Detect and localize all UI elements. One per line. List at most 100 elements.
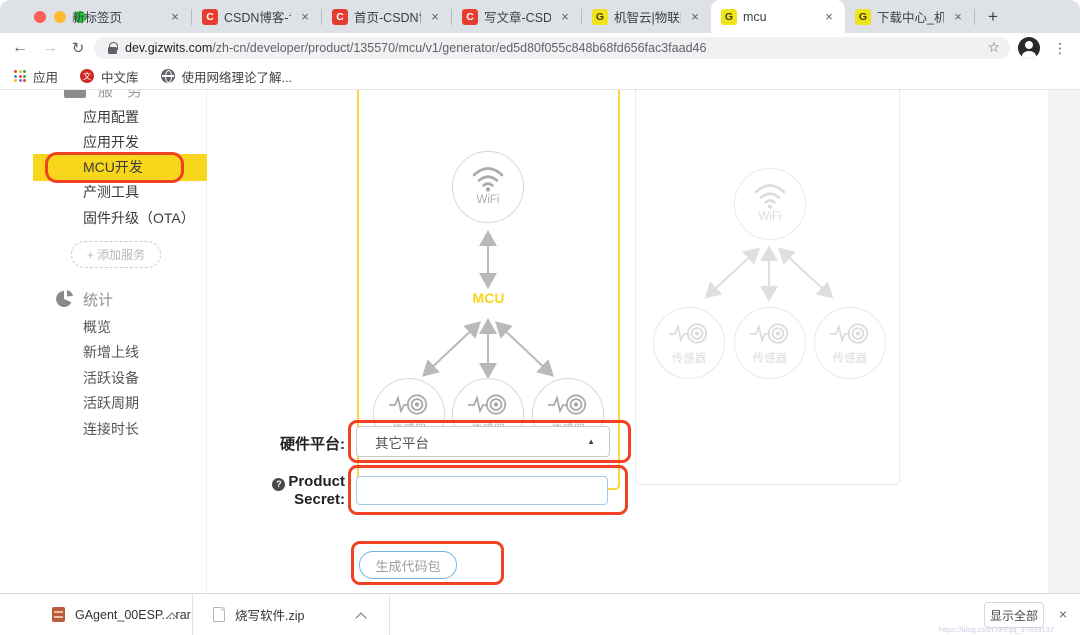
- sidebar: 服务 应用配置 应用开发 MCU开发 产测工具 固件升级（OTA） + 添加服务…: [0, 90, 207, 593]
- bookmark-star-icon[interactable]: ☆: [987, 39, 1000, 55]
- show-all-downloads-button[interactable]: 显示全部: [984, 602, 1044, 628]
- sensor-icon: [468, 394, 507, 415]
- chevron-up-icon[interactable]: [355, 612, 367, 624]
- back-icon[interactable]: ←: [12, 39, 28, 56]
- tab-new-tab-page[interactable]: 新标签页 ×: [62, 0, 191, 33]
- tab-title: 写文章-CSDN博: [484, 11, 551, 25]
- caret-up-icon: ▲: [587, 437, 595, 446]
- soc-scheme-panel[interactable]: WiFi 传感器 传感器: [635, 90, 900, 485]
- tab-close-icon[interactable]: ×: [825, 9, 833, 24]
- gizwits-favicon: G: [855, 8, 871, 25]
- help-icon[interactable]: ?: [272, 478, 286, 491]
- browser-toolbar: ← → ↻ dev.gizwits.com/zh-cn/developer/pr…: [0, 33, 1080, 63]
- sidebar-item-app-dev[interactable]: 应用开发: [83, 134, 139, 150]
- tab-separator: [191, 9, 192, 25]
- refresh-icon[interactable]: ↻: [71, 40, 85, 57]
- url-domain: dev.gizwits.com: [125, 41, 213, 55]
- tab-title: 机智云|物联网云服: [614, 11, 681, 25]
- tab-csdn-home[interactable]: C 首页-CSDN博客 ×: [322, 0, 451, 33]
- add-service-button[interactable]: + 添加服务: [71, 241, 161, 268]
- csdn-watermark: https://blog.csdn.net/qq_37838137: [938, 625, 1054, 634]
- tab-strip: 新标签页 × C CSDN博客-专业IT × C 首页-CSDN博客 × C 写…: [0, 0, 1080, 33]
- tab-close-icon[interactable]: ×: [171, 9, 179, 24]
- product-secret-label-line1: Product: [288, 473, 345, 490]
- csdn-favicon: C: [202, 8, 218, 25]
- tab-close-icon[interactable]: ×: [954, 9, 962, 24]
- lock-icon: [108, 41, 118, 54]
- url-path: /zh-cn/developer/product/135570/mcu/v1/g…: [212, 41, 707, 55]
- downloads-bar: GAgent_00ESP....rar 烧写软件.zip 显示全部 × http…: [0, 593, 1080, 635]
- product-secret-label-line2: Secret:: [294, 491, 345, 508]
- sidebar-item-overview[interactable]: 概览: [83, 319, 111, 335]
- wifi-label: WiFi: [476, 194, 500, 206]
- hardware-platform-select[interactable]: 其它平台 ▲: [356, 426, 610, 457]
- tab-csdn-write[interactable]: C 写文章-CSDN博 ×: [452, 0, 581, 33]
- rar-file-icon: [52, 607, 65, 622]
- sidebar-item-ota[interactable]: 固件升级（OTA）: [83, 210, 195, 226]
- gizwits-favicon: G: [592, 8, 608, 25]
- window-minimize-button[interactable]: [54, 11, 66, 23]
- gizwits-favicon: G: [721, 8, 737, 25]
- scrollbar-track[interactable]: [1048, 90, 1080, 593]
- profile-avatar[interactable]: [1018, 37, 1040, 59]
- bookmark-label: 中文库: [101, 70, 139, 85]
- globe-icon: [160, 69, 175, 83]
- sidebar-item-active-cycle[interactable]: 活跃周期: [83, 395, 139, 411]
- sensor-node: 传感器: [814, 307, 886, 379]
- sidebar-item-app-config[interactable]: 应用配置: [83, 109, 139, 125]
- tab-gizwits-download-center[interactable]: G 下载中心_机智云 ×: [845, 0, 974, 33]
- window-close-button[interactable]: [34, 11, 46, 23]
- download-item-flash-tool[interactable]: 烧写软件.zip: [193, 594, 390, 635]
- generate-code-button[interactable]: 生成代码包: [359, 551, 457, 579]
- sidebar-section-clipped: 服务: [64, 90, 156, 100]
- apps-grid-icon: [14, 70, 26, 82]
- mcu-scheme-arrows: [422, 230, 554, 379]
- tab-separator: [974, 9, 975, 25]
- bookmarks-bar: 应用 文 中文库 使用网络理论了解...: [0, 63, 1080, 90]
- url-text: dev.gizwits.com/zh-cn/developer/product/…: [125, 41, 706, 55]
- tab-gizwits-home[interactable]: G 机智云|物联网云服 ×: [582, 0, 711, 33]
- tab-mcu-active[interactable]: G mcu ×: [711, 0, 845, 33]
- product-secret-label: ?Product Secret:: [225, 473, 345, 508]
- address-bar[interactable]: dev.gizwits.com/zh-cn/developer/product/…: [94, 37, 1010, 59]
- download-item-gagent[interactable]: GAgent_00ESP....rar: [0, 594, 193, 635]
- wifi-icon: [754, 184, 786, 209]
- tab-close-icon[interactable]: ×: [561, 9, 569, 24]
- mcu-label: MCU: [472, 290, 505, 306]
- wifi-node: WiFi: [452, 151, 524, 223]
- hardware-platform-label: 硬件平台:: [280, 436, 345, 453]
- sidebar-item-active-devices[interactable]: 活跃设备: [83, 370, 139, 386]
- soc-scheme-arrows: [704, 245, 834, 302]
- tab-separator: [451, 9, 452, 25]
- tab-title: 首页-CSDN博客: [354, 11, 421, 25]
- sidebar-item-test-tool[interactable]: 产测工具: [83, 184, 139, 200]
- tab-close-icon[interactable]: ×: [691, 9, 699, 24]
- forward-icon[interactable]: →: [42, 39, 58, 56]
- bookmark-apps[interactable]: 应用: [14, 67, 58, 86]
- tab-title: CSDN博客-专业IT: [224, 11, 291, 25]
- traffic-lights: [34, 11, 86, 23]
- mcu-scheme-panel[interactable]: WiFi MCU 传感器 传感器: [357, 90, 620, 490]
- tab-csdn-blog[interactable]: C CSDN博客-专业IT ×: [192, 0, 321, 33]
- mcu-dev-highlight: [33, 154, 207, 181]
- sidebar-item-connect-duration[interactable]: 连接时长: [83, 421, 139, 437]
- tab-close-icon[interactable]: ×: [301, 9, 309, 24]
- tab-close-icon[interactable]: ×: [431, 9, 439, 24]
- service-icon: [64, 90, 86, 98]
- close-downloads-icon[interactable]: ×: [1058, 606, 1068, 622]
- menu-dots-icon[interactable]: ⋮: [1053, 39, 1067, 56]
- sidebar-section-label: 统计: [83, 291, 114, 309]
- bookmark-article[interactable]: 使用网络理论了解...: [160, 67, 292, 86]
- sidebar-item-new-online[interactable]: 新增上线: [83, 344, 139, 360]
- library-icon: 文: [80, 69, 95, 83]
- sidebar-item-mcu-dev[interactable]: MCU开发: [83, 159, 143, 175]
- new-tab-button[interactable]: +: [988, 7, 998, 26]
- product-secret-input[interactable]: [356, 476, 608, 505]
- sensor-icon: [389, 394, 428, 415]
- bookmark-library[interactable]: 文 中文库: [80, 67, 139, 86]
- tab-separator: [321, 9, 322, 25]
- sensor-label: 传感器: [752, 353, 788, 365]
- bookmark-label: 应用: [33, 70, 59, 85]
- window-zoom-button[interactable]: [74, 11, 86, 23]
